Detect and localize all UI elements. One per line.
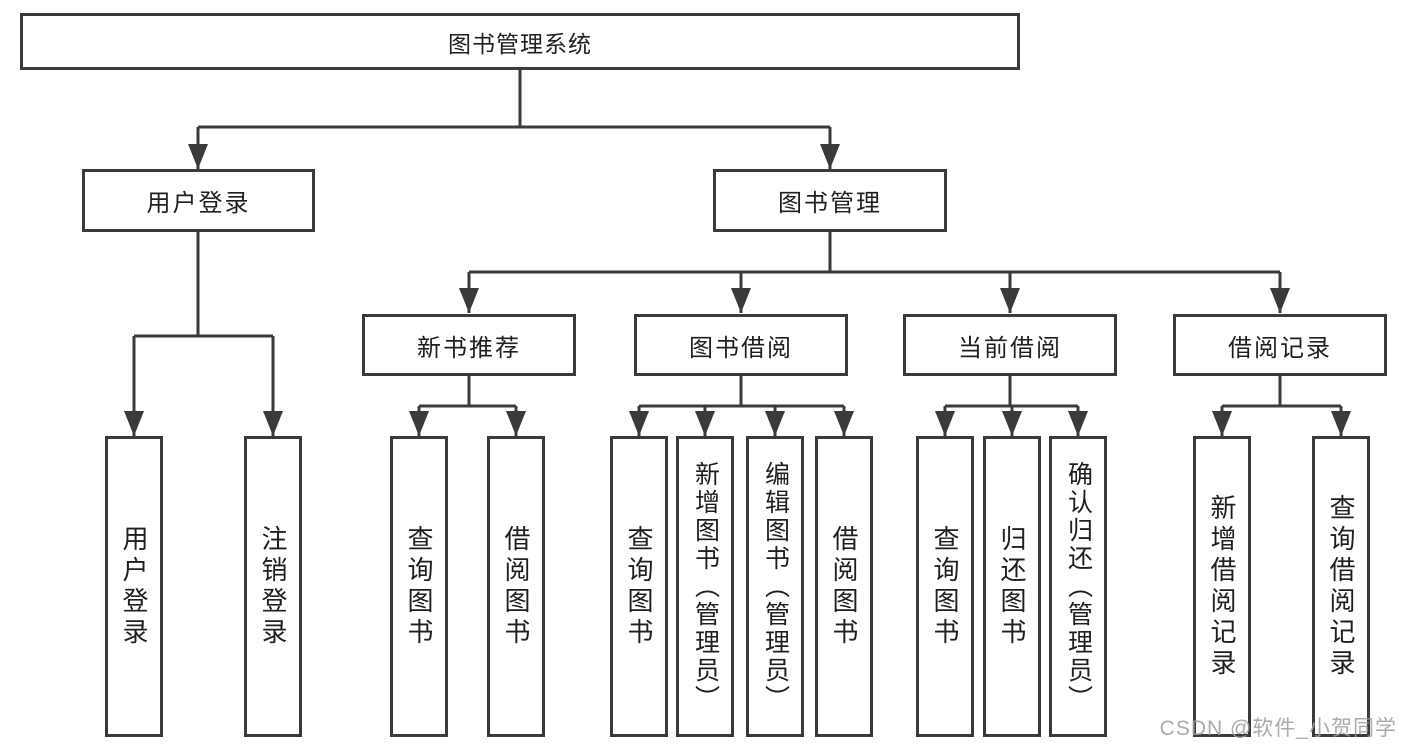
node-library-management-system: 图书管理系统 — [20, 13, 1020, 70]
node-label: 查询图书 — [404, 524, 434, 649]
node-label: 图书借阅 — [689, 334, 793, 362]
node-leaf-logout: 注销登录 — [244, 436, 302, 737]
node-label: 借阅记录 — [1228, 334, 1332, 362]
node-current-borrow: 当前借阅 — [903, 314, 1117, 376]
node-label: 当前借阅 — [958, 334, 1062, 362]
node-new-book-recommend: 新书推荐 — [362, 314, 576, 376]
node-label: 查询图书 — [624, 524, 654, 649]
node-leaf-query-borrow-record: 查询借阅记录 — [1312, 436, 1370, 737]
node-label: 新增借阅记录 — [1207, 493, 1237, 680]
node-leaf-add-borrow-record: 新增借阅记录 — [1193, 436, 1251, 737]
node-book-borrow: 图书借阅 — [634, 314, 848, 376]
arrowheads — [124, 144, 1351, 436]
node-leaf-user-login: 用户登录 — [105, 436, 163, 737]
node-book-management: 图书管理 — [713, 169, 947, 232]
node-leaf-borrow-books: 借阅图书 — [815, 436, 873, 737]
node-leaf-add-books-admin: 新增图书（管理员） — [676, 436, 734, 737]
node-label: 借阅图书 — [501, 524, 531, 649]
node-leaf-query-books-current: 查询图书 — [916, 436, 974, 737]
node-label: 编辑图书（管理员） — [761, 460, 790, 713]
node-label: 注销登录 — [258, 524, 288, 649]
node-leaf-borrow-books-recommend: 借阅图书 — [487, 436, 545, 737]
node-label: 新增图书（管理员） — [691, 460, 720, 713]
node-leaf-edit-books-admin: 编辑图书（管理员） — [746, 436, 804, 737]
node-leaf-return-books: 归还图书 — [983, 436, 1041, 737]
node-label: 确认归还（管理员） — [1064, 460, 1093, 713]
node-label: 借阅图书 — [829, 524, 859, 649]
node-label: 图书管理系统 — [448, 30, 592, 57]
node-user-login-group: 用户登录 — [82, 169, 315, 232]
node-leaf-query-books-recommend: 查询图书 — [390, 436, 448, 737]
node-label: 用户登录 — [119, 524, 149, 649]
node-label: 新书推荐 — [417, 334, 521, 362]
node-label: 用户登录 — [146, 190, 251, 217]
node-label: 归还图书 — [997, 524, 1027, 649]
node-leaf-confirm-return-admin: 确认归还（管理员） — [1049, 436, 1107, 737]
node-label: 查询借阅记录 — [1326, 493, 1356, 680]
node-borrow-records: 借阅记录 — [1173, 314, 1387, 376]
node-label: 查询图书 — [930, 524, 960, 649]
node-leaf-query-books-borrow: 查询图书 — [610, 436, 668, 737]
node-label: 图书管理 — [778, 190, 882, 217]
